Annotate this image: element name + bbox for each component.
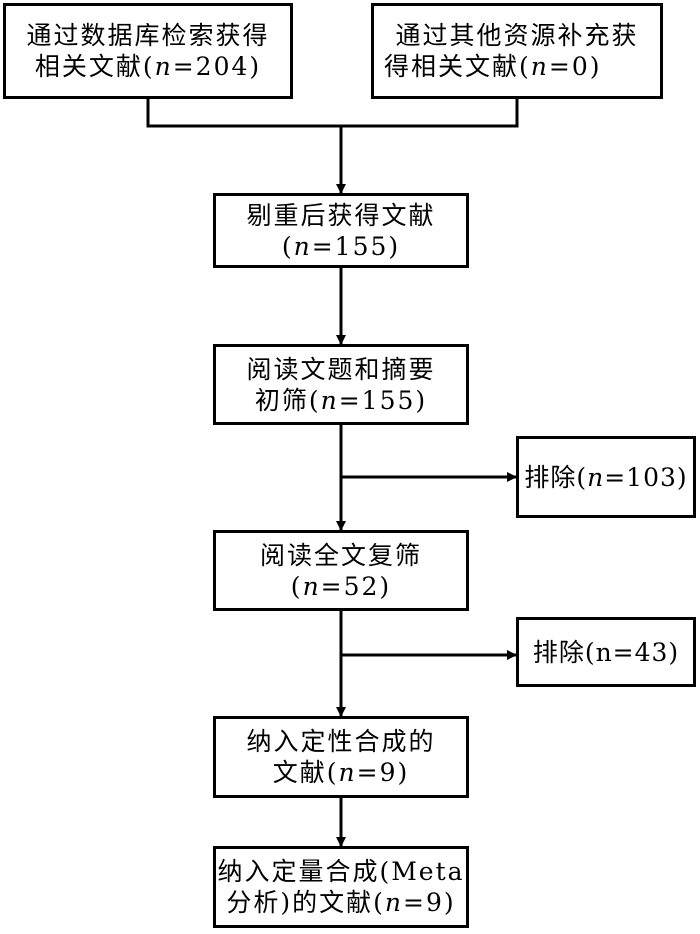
title-abstract-count: =155) <box>338 385 428 415</box>
qualitative-box: 纳入定性合成的 文献(n=9) <box>213 716 469 798</box>
db-search-count: =204) <box>172 52 262 81</box>
merge-connector <box>146 99 519 128</box>
dedup-line1: 剔重后获得文献 <box>246 200 436 230</box>
dedup-line2-prefix: ( <box>281 231 294 261</box>
fulltext-line2-prefix: ( <box>290 571 303 601</box>
db-search-line2-prefix: 相关文献( <box>34 52 155 81</box>
other-sources-n-label: n <box>530 52 549 81</box>
exclude-1-n-label: n <box>587 462 605 492</box>
other-sources-line2-prefix: 得相关文献( <box>384 52 531 81</box>
quantitative-n-label: n <box>384 888 403 917</box>
qualitative-count: =9) <box>356 758 410 787</box>
db-search-n-label: n <box>154 52 173 81</box>
other-sources-count: =0) <box>548 52 602 81</box>
title-abstract-line1: 阅读文题和摘要 <box>246 354 436 384</box>
fulltext-count: =52) <box>320 571 392 601</box>
exclude-1-prefix: 排除( <box>524 462 588 492</box>
exclude-2-text: 排除(n=43) <box>532 637 680 667</box>
exclude-2-box: 排除(n=43) <box>516 617 696 687</box>
dedup-box: 剔重后获得文献 (n=155) <box>213 193 469 268</box>
fulltext-box: 阅读全文复筛 (n=52) <box>213 530 469 611</box>
quantitative-box: 纳入定量合成(Meta 分析)的文献(n=9) <box>213 846 469 928</box>
fulltext-n-label: n <box>302 571 321 601</box>
db-search-line1: 通过数据库检索获得 <box>26 21 270 50</box>
db-search-box: 通过数据库检索获得 相关文献(n=204) <box>3 3 293 99</box>
quantitative-line1: 纳入定量合成(Meta <box>217 857 465 886</box>
qualitative-n-label: n <box>338 758 357 787</box>
exclude-1-count: =103) <box>604 462 688 492</box>
title-abstract-box: 阅读文题和摘要 初筛(n=155) <box>213 344 469 425</box>
qualitative-line2-prefix: 文献( <box>272 758 339 787</box>
title-abstract-line2-prefix: 初筛( <box>254 385 321 415</box>
other-sources-box: 通过其他资源补充获 得相关文献(n=0) <box>371 3 663 99</box>
dedup-count: =155) <box>311 231 401 261</box>
other-sources-line1: 通过其他资源补充获 <box>395 21 639 50</box>
dedup-n-label: n <box>293 231 312 261</box>
exclude-1-box: 排除(n=103) <box>516 436 696 518</box>
fulltext-line1: 阅读全文复筛 <box>259 540 422 570</box>
title-abstract-n-label: n <box>320 385 339 415</box>
qualitative-line1: 纳入定性合成的 <box>246 727 436 756</box>
quantitative-line2-prefix: 分析)的文献( <box>226 888 385 917</box>
quantitative-count: =9) <box>403 888 456 917</box>
